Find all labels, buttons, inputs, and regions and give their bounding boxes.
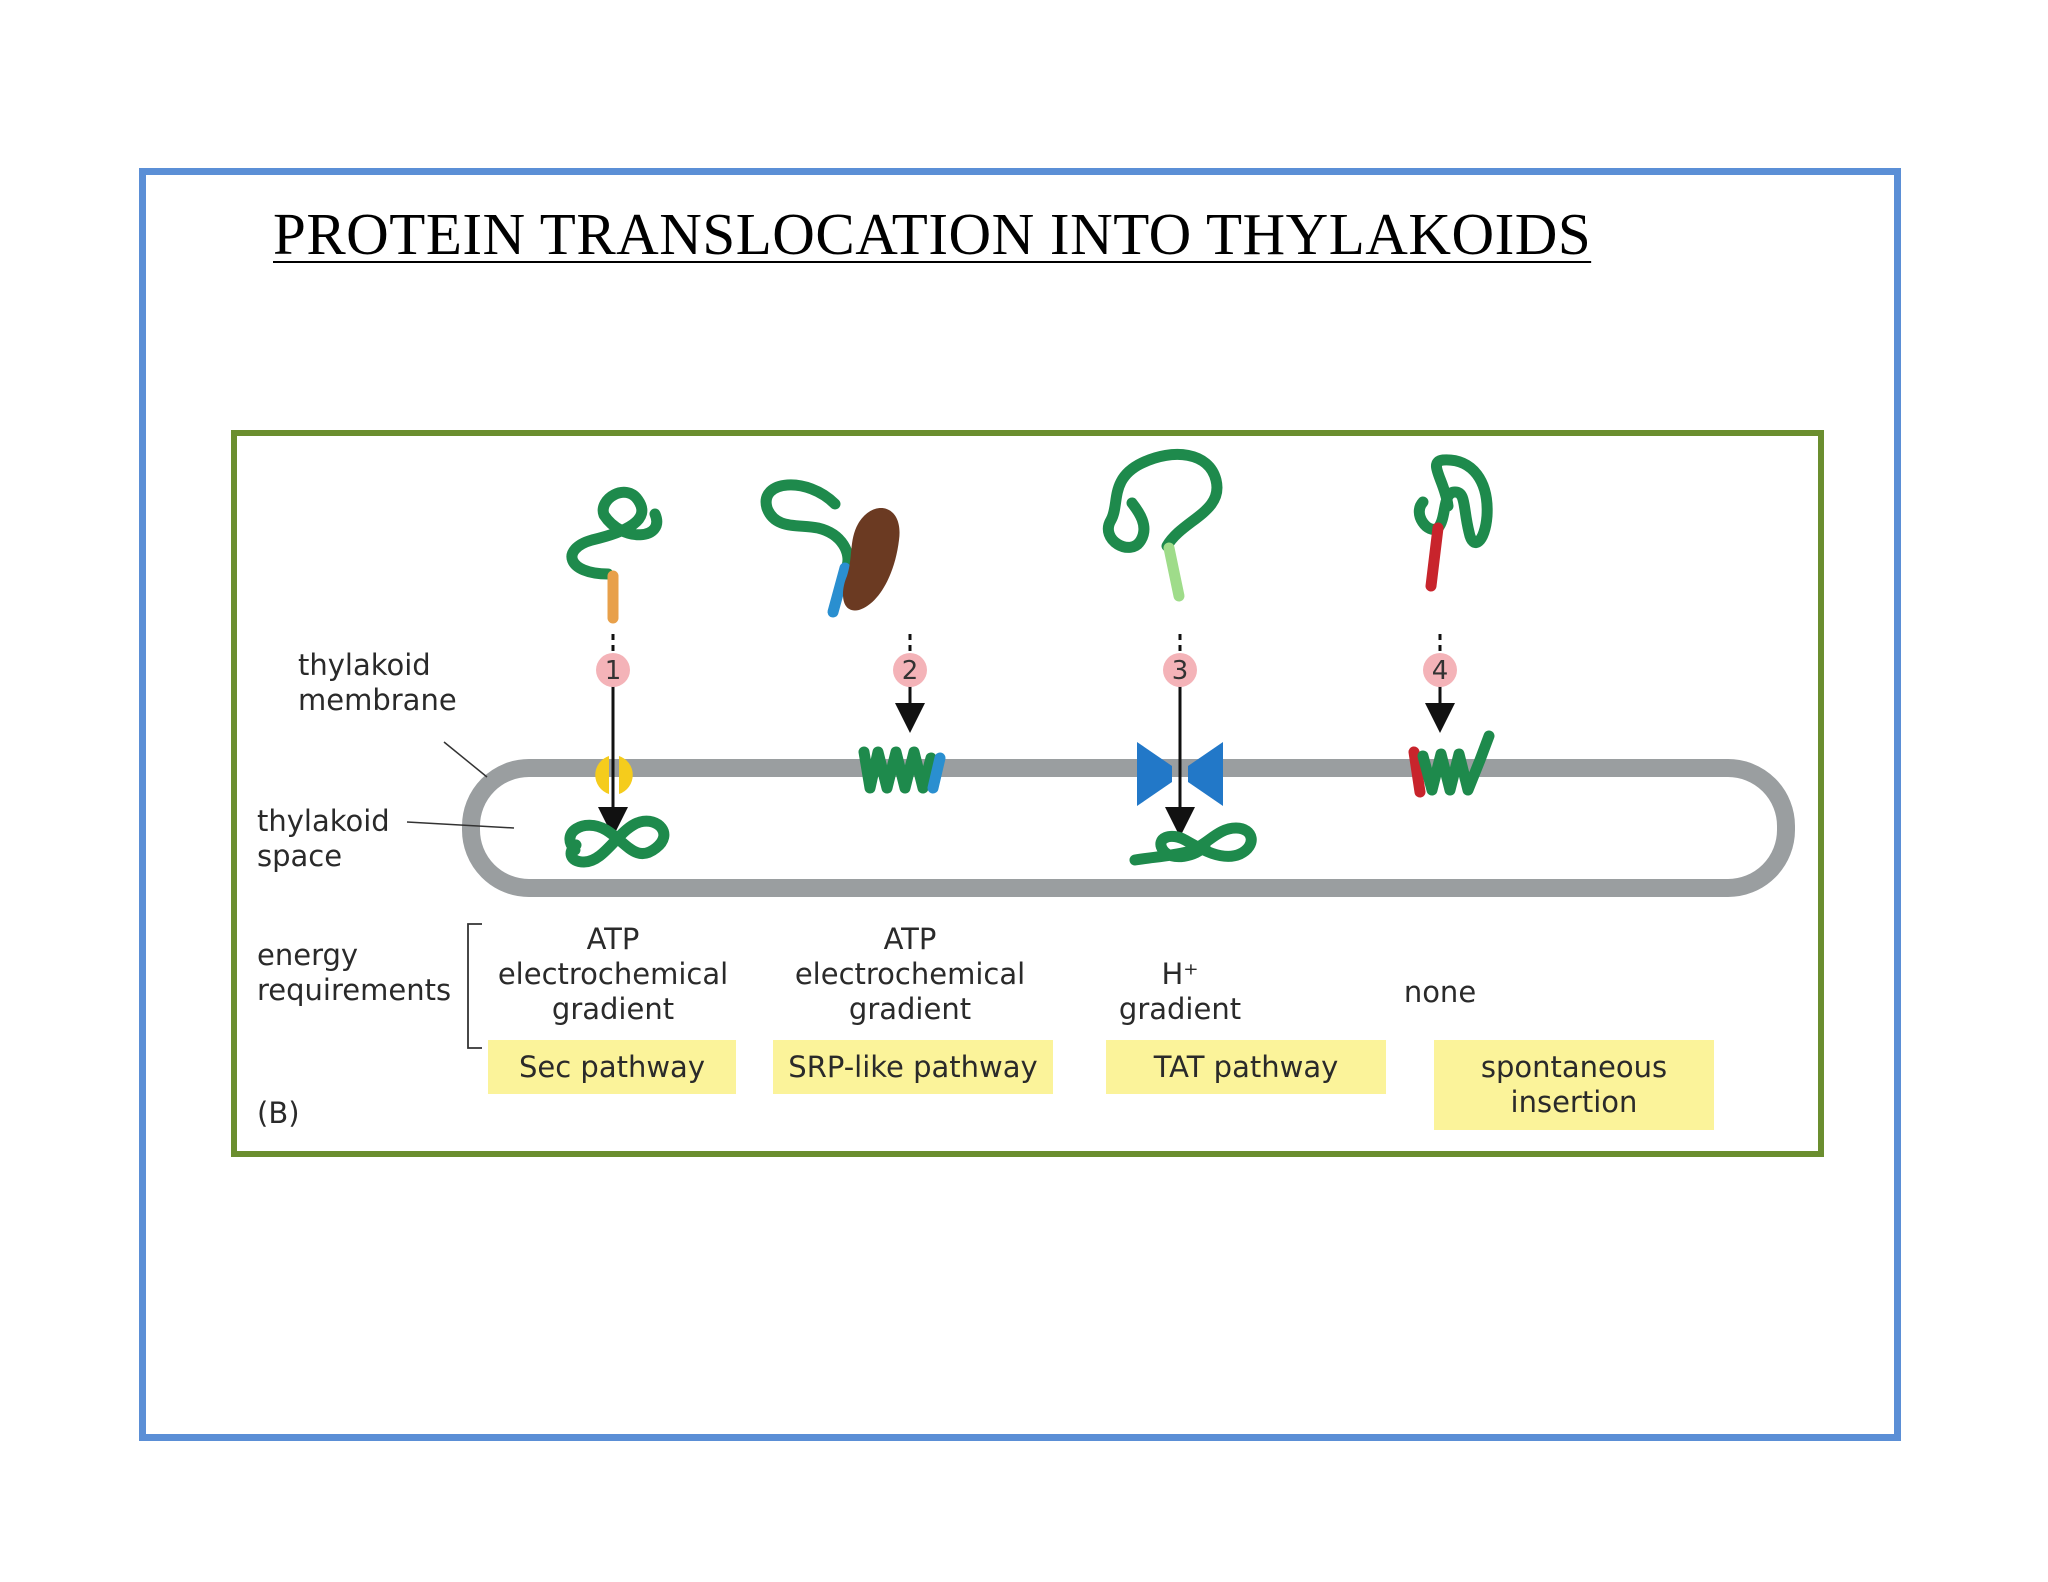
figure-panel: 1 2 3 bbox=[231, 430, 1824, 1157]
page-title: PROTEIN TRANSLOCATION INTO THYLAKOIDS bbox=[273, 201, 1592, 267]
tat-channel-left bbox=[1137, 742, 1172, 806]
space-leader-line bbox=[406, 821, 515, 829]
sec-pathway-scheme: 1 bbox=[564, 486, 670, 868]
membrane-label: thylakoid membrane bbox=[298, 648, 457, 717]
srp-pathway-scheme: 2 bbox=[760, 479, 946, 794]
inserted-protein-2 bbox=[858, 746, 937, 794]
step-number-1: 1 bbox=[605, 656, 622, 686]
energy-requirement-4: none bbox=[1403, 975, 1477, 1009]
step-badge-4 bbox=[1423, 653, 1457, 687]
inserted-protein-4 bbox=[1417, 730, 1495, 796]
signal-peptide-tat bbox=[1163, 542, 1185, 602]
signal-peptide-srp bbox=[827, 562, 851, 618]
pathway-label-sec: Sec pathway bbox=[488, 1040, 736, 1094]
energy-bracket bbox=[467, 923, 482, 1049]
space-label: thylakoid space bbox=[257, 804, 390, 873]
srp-particle-icon bbox=[842, 508, 900, 611]
tat-pathway-scheme: 3 bbox=[1103, 448, 1257, 866]
slide-frame bbox=[139, 168, 1901, 1441]
pathway-label-spontaneous: spontaneous insertion bbox=[1434, 1040, 1714, 1130]
protein-chain-1 bbox=[566, 486, 663, 580]
sec-channel-left bbox=[595, 756, 609, 794]
energy-label: energy requirements bbox=[257, 938, 452, 1007]
step-badge-1 bbox=[596, 653, 630, 687]
thylakoid-membrane bbox=[462, 759, 1795, 897]
folded-protein-3 bbox=[1129, 822, 1257, 866]
step-badge-2 bbox=[893, 653, 927, 687]
step-badge-3 bbox=[1163, 653, 1197, 687]
energy-requirement-3: H⁺ gradient bbox=[1118, 957, 1242, 1026]
energy-requirement-1: ATP electrochemical gradient bbox=[497, 922, 729, 1026]
step-number-4: 4 bbox=[1432, 656, 1449, 686]
translocation-diagram: 1 2 3 bbox=[406, 448, 1795, 1049]
inserted-signal-srp bbox=[927, 752, 946, 794]
sec-channel-right bbox=[619, 756, 633, 794]
pathway-label-tat: TAT pathway bbox=[1106, 1040, 1386, 1094]
step-number-2: 2 bbox=[902, 656, 919, 686]
protein-chain-4 bbox=[1413, 454, 1493, 549]
spontaneous-insertion-scheme: 4 bbox=[1408, 454, 1495, 798]
panel-label: (B) bbox=[257, 1096, 300, 1130]
tat-channel-right bbox=[1188, 742, 1223, 806]
pathway-label-srp: SRP-like pathway bbox=[773, 1040, 1053, 1094]
inserted-signal-spont bbox=[1408, 746, 1426, 798]
energy-requirement-2: ATP electrochemical gradient bbox=[794, 922, 1026, 1026]
signal-peptide-spont bbox=[1425, 522, 1444, 592]
folded-protein-1 bbox=[564, 815, 670, 868]
protein-chain-2 bbox=[760, 479, 854, 572]
membrane-leader-line bbox=[443, 741, 488, 778]
protein-chain-3 bbox=[1103, 448, 1223, 553]
step-number-3: 3 bbox=[1172, 656, 1189, 686]
